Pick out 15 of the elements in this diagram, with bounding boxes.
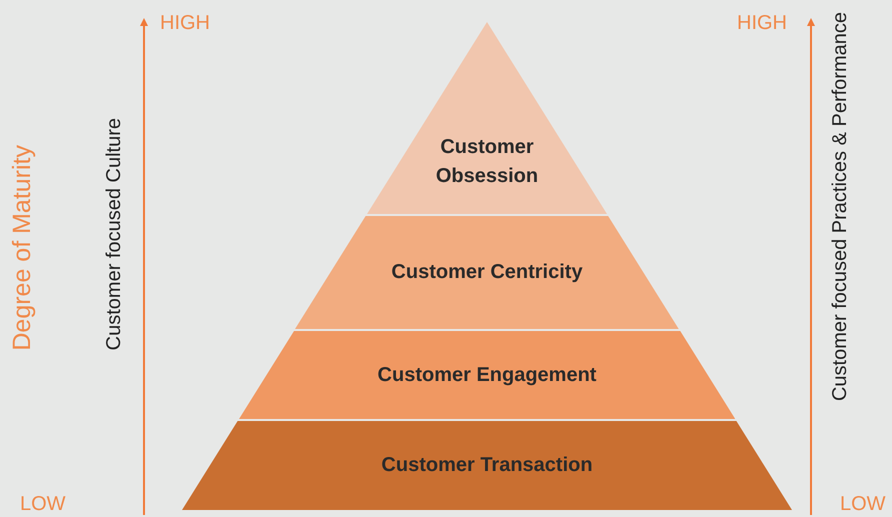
- axis-level-label: LOW: [20, 493, 66, 516]
- axis-title: Customer focused Culture: [103, 118, 126, 350]
- tier-label: Customer Transaction: [380, 453, 594, 478]
- axis-title: Customer focused Practices & Performance: [829, 12, 852, 402]
- tier-label: Customer Centricity: [390, 260, 584, 285]
- axis-level-label: HIGH: [160, 12, 210, 35]
- axis-level-label: LOW: [840, 493, 886, 516]
- axis-level-label: HIGH: [737, 12, 787, 35]
- pyramid-tier: [182, 421, 792, 510]
- tier-label: Customer Engagement: [376, 362, 598, 388]
- pyramid-tier: [238, 331, 736, 419]
- pyramid-tier: [295, 216, 679, 329]
- pyramid-tier: [367, 22, 607, 214]
- axis-title: Degree of Maturity: [8, 145, 37, 351]
- tier-label: Customer Obsession: [434, 135, 540, 189]
